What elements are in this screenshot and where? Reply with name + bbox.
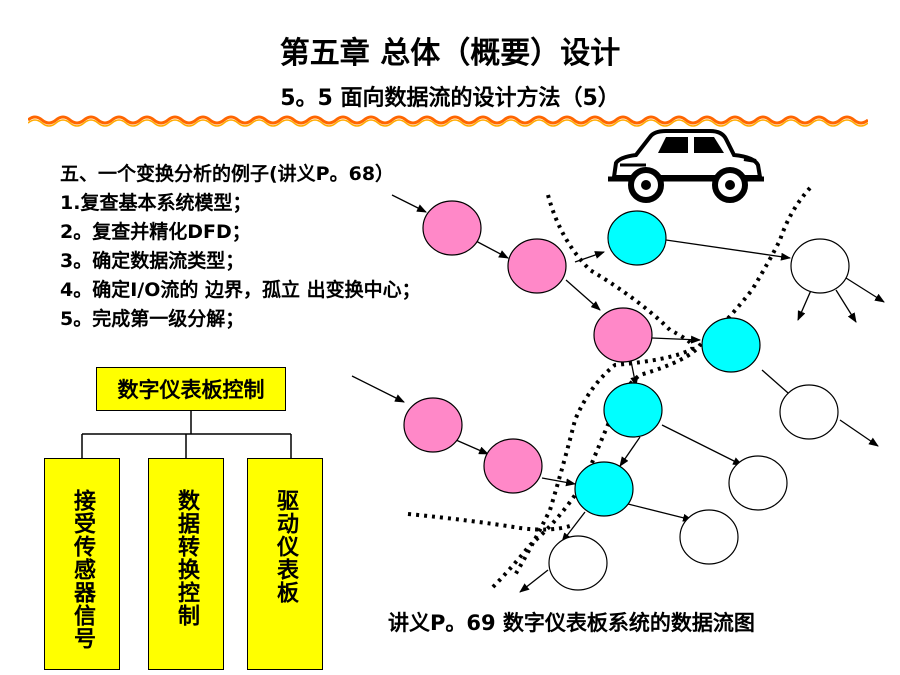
flow-arrow xyxy=(665,239,791,261)
flow-arrow xyxy=(391,194,427,213)
flow-arrow xyxy=(839,419,879,447)
structure-chart-child-label: 接受传感器信号 xyxy=(70,489,95,650)
output-flow-bubble xyxy=(679,509,739,565)
transform-center-bubble xyxy=(574,461,634,517)
structure-chart-child-label: 驱动仪表板 xyxy=(273,489,298,604)
page-subtitle: 5。5 面向数据流的设计方法（5） xyxy=(280,86,620,111)
step-item: 3。确定数据流类型； xyxy=(60,250,245,272)
page-title: 第五章 总体（概要）设计 xyxy=(279,36,621,71)
decorative-wave-divider xyxy=(28,115,868,127)
flow-arrow xyxy=(565,279,601,311)
structure-chart-child-label: 数据转换控制 xyxy=(174,489,199,627)
step-item: 5。完成第一级分解； xyxy=(60,308,245,330)
transform-center-bubble xyxy=(607,210,667,266)
flow-arrow xyxy=(351,375,405,403)
car-clipart xyxy=(608,129,764,203)
flow-arrow xyxy=(561,511,586,543)
input-flow-bubble xyxy=(593,307,653,363)
step-list: 五、一个变换分析的例子(讲义P。68） 1.复查基本系统模型； 2。复查并精化D… xyxy=(60,160,421,334)
step-list-heading: 五、一个变换分析的例子(讲义P。68） xyxy=(60,163,395,185)
structure-chart-root-box: 数字仪表板控制 xyxy=(96,367,286,411)
flow-arrow xyxy=(835,289,857,323)
io-boundary-line xyxy=(488,186,812,592)
step-item: 1.复查基本系统模型； xyxy=(60,192,252,214)
input-flow-bubble xyxy=(403,397,463,453)
output-flow-bubble xyxy=(728,455,788,511)
flow-arrow xyxy=(519,569,549,593)
flow-arrow xyxy=(473,239,509,259)
structure-chart-root-label: 数字仪表板控制 xyxy=(117,378,265,402)
input-flow-bubble xyxy=(483,438,543,494)
output-flow-bubble xyxy=(779,384,839,440)
flow-arrow xyxy=(797,287,813,321)
output-flow-bubble xyxy=(790,238,850,294)
input-flow-bubble xyxy=(507,238,567,294)
transform-center-bubble xyxy=(603,382,663,438)
transform-center-bubble xyxy=(701,317,761,373)
flow-arrow xyxy=(651,335,701,344)
flow-arrow xyxy=(619,436,641,467)
input-flow-bubble xyxy=(422,200,482,256)
io-boundary-line xyxy=(513,194,695,577)
flow-arrow xyxy=(574,251,605,263)
structure-chart-child-box: 数据转换控制 xyxy=(148,458,224,670)
flow-arrow xyxy=(627,503,693,522)
diagram-caption: 讲义P。69 数字仪表板系统的数据流图 xyxy=(388,611,755,635)
flow-arrow xyxy=(630,360,639,387)
structure-chart-child-box: 驱动仪表板 xyxy=(247,458,323,670)
step-item: 4。确定I/O流的 边界，孤立 出变换中心； xyxy=(60,279,421,301)
flow-arrow xyxy=(661,424,743,466)
structure-chart-child-box: 接受传感器信号 xyxy=(44,458,120,670)
flow-arrow xyxy=(845,277,885,303)
step-item: 2。复查并精化DFD； xyxy=(60,221,251,243)
flow-arrow xyxy=(455,439,489,455)
output-flow-bubble xyxy=(548,535,608,591)
flow-arrow xyxy=(541,477,576,487)
